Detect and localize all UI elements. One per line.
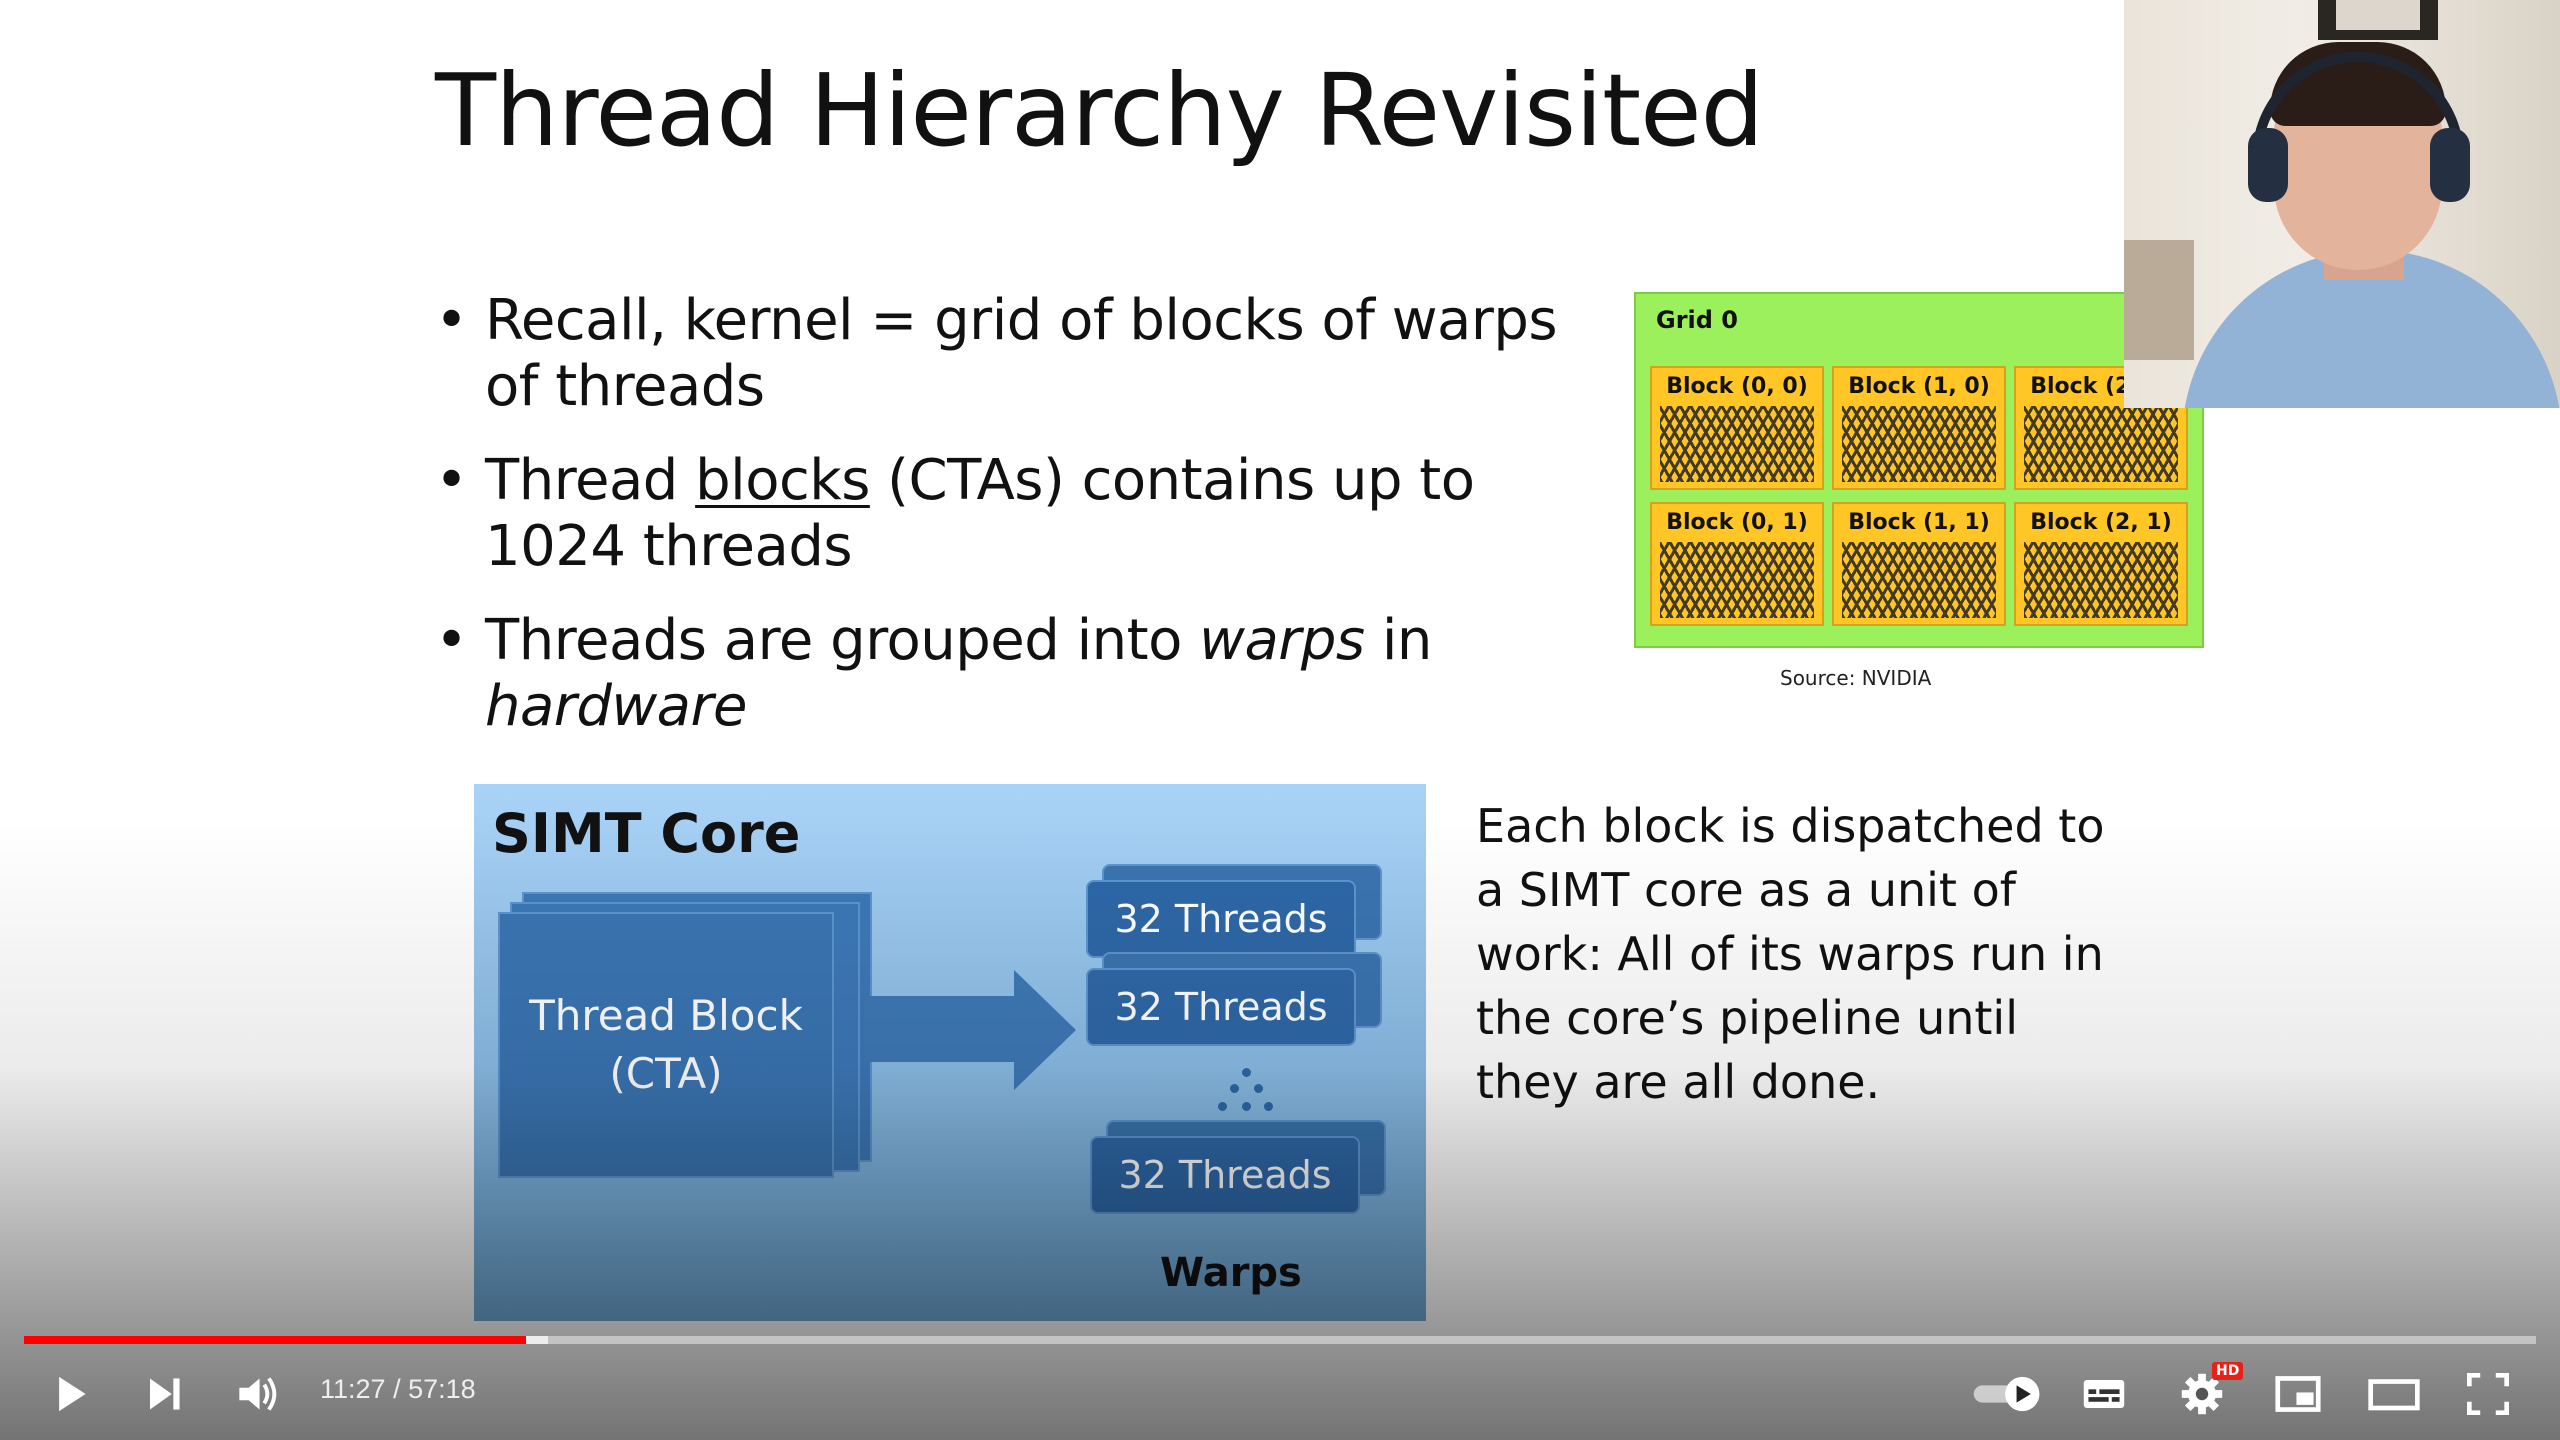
grid-block: Block (1, 0) [1832,366,2006,490]
next-icon [150,1378,180,1410]
cta-line: (CTA) [609,1049,723,1098]
wall-frame-inner [2336,0,2420,30]
threads-pattern [1660,542,1814,618]
threads-pattern [1660,406,1814,482]
play-icon [59,1376,86,1412]
grid-block: Block (2, 1) [2014,502,2188,626]
bullet-item: Recall, kernel = grid of blocks of warps… [435,288,1585,420]
miniplayer-icon [2275,1376,2321,1412]
warp-box: 32 Threads [1090,1136,1360,1214]
duration: 57:18 [408,1374,476,1404]
warp-stack: 32 Threads [1090,1120,1390,1216]
threads-pattern [1842,542,1996,618]
hd-badge: HD [2212,1362,2244,1380]
bullet-item: Threads are grouped into warps in hardwa… [435,608,1585,740]
bullet-emphasis: blocks [695,448,870,513]
background-shelf [2124,240,2194,360]
theater-mode-icon [2368,1379,2420,1411]
side-text: Each block is dispatched to a SIMT core … [1476,799,2105,1109]
thread-block-box: Thread Block (CTA) [498,912,834,1178]
simt-core-diagram: SIMT Core Thread Block (CTA) 32 Threads … [474,784,1426,1321]
headphones-left [2248,128,2288,202]
block-label: Block (1, 1) [1848,510,1990,535]
bullet-emphasis: hardware [485,674,747,739]
threads-pattern [1842,406,1996,482]
next-button[interactable] [132,1362,196,1426]
dispatch-arrow-head [1014,970,1076,1090]
subtitles-button[interactable] [2072,1362,2136,1426]
block-label: Block (0, 0) [1666,374,1808,399]
grid-block: Block (1, 1) [1832,502,2006,626]
bullet-emphasis: warps [1199,608,1365,673]
bullet-list: Recall, kernel = grid of blocks of warps… [435,288,1585,768]
headphones-right [2430,128,2470,202]
theater-mode-button[interactable] [2362,1362,2426,1426]
subtitles-icon [2083,1380,2125,1408]
figure-source: Source: NVIDIA [1780,666,1932,690]
warp-box: 32 Threads [1086,880,1356,958]
block-label: Block (1, 0) [1848,374,1990,399]
bullet-text: (CTAs) contains up to 1024 threads [485,448,1475,579]
bullet-text: Thread [485,448,696,513]
bullet-text: in [1364,608,1433,673]
play-button[interactable] [38,1362,102,1426]
grid-label: Grid 0 [1656,306,1738,334]
settings-icon [2181,1373,2223,1415]
bullet-text: Recall, kernel = grid of blocks of warps… [485,288,1558,419]
warp-stack: 32 Threads [1086,952,1386,1048]
grid-figure: Grid 0 Block (0, 0) Block (1, 0) Block (… [1634,292,2204,648]
volume-icon [239,1377,277,1411]
warp-box: 32 Threads [1086,968,1356,1046]
block-label: Block (2, 1) [2030,510,2172,535]
warps-label: Warps [1160,1250,1302,1296]
bullet-text: Threads are grouped into [485,608,1200,673]
simt-title: SIMT Core [492,802,801,865]
bullet-item: Thread blocks (CTAs) contains up to 1024… [435,448,1585,580]
progress-played [24,1336,526,1344]
volume-button[interactable] [226,1362,290,1426]
grid-block: Block (0, 1) [1650,502,1824,626]
threads-pattern [2024,406,2178,482]
miniplayer-button[interactable] [2266,1362,2330,1426]
time-separator: / [385,1374,409,1404]
presenter-webcam [2124,0,2560,408]
thread-block-stack: Thread Block (CTA) [498,892,872,1178]
cta-line: Thread Block [529,991,803,1040]
block-label: Block (0, 1) [1666,510,1808,535]
autoplay-toggle[interactable] [1964,1362,2052,1426]
progress-bar[interactable] [24,1336,2536,1344]
fullscreen-button[interactable] [2456,1362,2520,1426]
autoplay-toggle-icon [1973,1376,2040,1412]
fullscreen-icon [2467,1373,2509,1415]
current-time: 11:27 [320,1374,386,1404]
settings-button[interactable] [2170,1362,2234,1426]
warp-stack: 32 Threads [1086,864,1386,960]
time-display: 11:27 / 57:18 [320,1374,476,1405]
slide-title: Thread Hierarchy Revisited [435,52,1764,169]
grid-block: Block (0, 0) [1650,366,1824,490]
dispatch-arrow [864,996,1032,1062]
threads-pattern [2024,542,2178,618]
